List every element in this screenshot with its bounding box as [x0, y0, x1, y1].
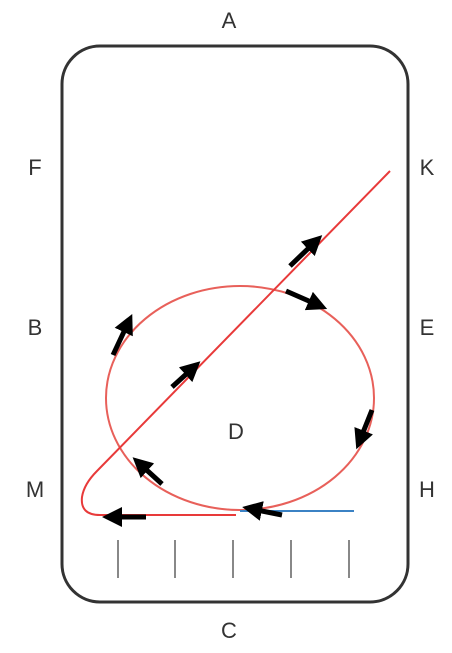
- arena-border: [60, 44, 410, 604]
- arrow-circle-right: [354, 409, 375, 450]
- marker-c: C: [221, 618, 237, 643]
- diagonal-route: [80, 170, 391, 516]
- arrow-diagonal-middle: [170, 361, 201, 389]
- arrow-circle-top-right: [284, 288, 328, 311]
- arrow-diagonal-upper: [288, 235, 323, 268]
- marker-d: D: [228, 419, 244, 444]
- direction-arrows: [102, 235, 375, 527]
- marker-k: K: [419, 155, 435, 180]
- marker-m: M: [25, 477, 45, 502]
- marker-h: H: [419, 477, 435, 502]
- marker-a: A: [221, 8, 237, 33]
- arrow-circle-left-lower: [132, 457, 164, 486]
- arrow-circle-left-upper: [110, 313, 133, 357]
- marker-b: B: [27, 315, 43, 340]
- marker-f: F: [28, 155, 42, 180]
- arrow-circle-bottom: [242, 501, 283, 521]
- marker-e: E: [419, 315, 435, 340]
- circle-path: [105, 285, 375, 511]
- quarter-line-ticks: [117, 540, 350, 578]
